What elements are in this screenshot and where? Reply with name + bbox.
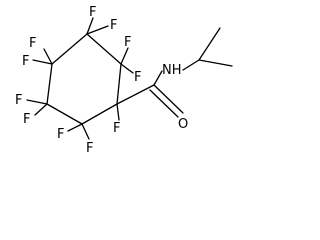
fluorine-label: F bbox=[22, 54, 29, 69]
cf-bond bbox=[43, 48, 53, 65]
cf-bond bbox=[81, 123, 90, 140]
c-n-bond bbox=[153, 70, 163, 86]
bonds bbox=[26, 17, 233, 140]
n-ch-bond bbox=[182, 59, 200, 71]
fluorine-label: F bbox=[89, 5, 96, 20]
ring-bond bbox=[81, 103, 118, 125]
cf-bond bbox=[86, 17, 94, 35]
fluorine-label: F bbox=[124, 35, 131, 50]
fluorine-label: F bbox=[15, 93, 22, 108]
cf-bond bbox=[120, 63, 134, 74]
ring-bond bbox=[51, 33, 88, 65]
cf-bond bbox=[120, 47, 129, 65]
fluorine-label: F bbox=[113, 121, 120, 136]
ring-bond bbox=[86, 33, 122, 65]
cf-bond bbox=[67, 123, 83, 132]
oxygen-label: O bbox=[178, 117, 188, 132]
ch-methyl-bond bbox=[198, 27, 221, 61]
fluorine-label: F bbox=[86, 141, 93, 156]
ch-methyl-bond bbox=[198, 59, 233, 67]
fluorine-label: F bbox=[23, 112, 30, 127]
cf-bond bbox=[86, 25, 109, 35]
cf-bond bbox=[34, 103, 48, 116]
cf-bond bbox=[32, 59, 53, 65]
fluorine-label: F bbox=[134, 70, 141, 85]
fluorine-label: F bbox=[57, 127, 64, 142]
cf-bond bbox=[116, 103, 120, 121]
fluorine-label: F bbox=[29, 36, 36, 51]
fluorine-label: F bbox=[110, 18, 117, 33]
atom-labels: F F F F F F F F F F F NH O bbox=[15, 5, 188, 156]
ring-bond bbox=[116, 63, 122, 105]
nh-label: NH bbox=[162, 63, 182, 78]
ring-bond bbox=[46, 63, 53, 105]
co-double-bond-1 bbox=[153, 84, 184, 114]
cf-bond bbox=[26, 99, 48, 105]
ring-bond bbox=[46, 103, 83, 125]
co-double-bond-2 bbox=[149, 89, 179, 118]
chemical-structure: F F F F F F F F F F F NH O bbox=[15, 5, 233, 156]
c-carbonyl-bond bbox=[116, 84, 155, 105]
